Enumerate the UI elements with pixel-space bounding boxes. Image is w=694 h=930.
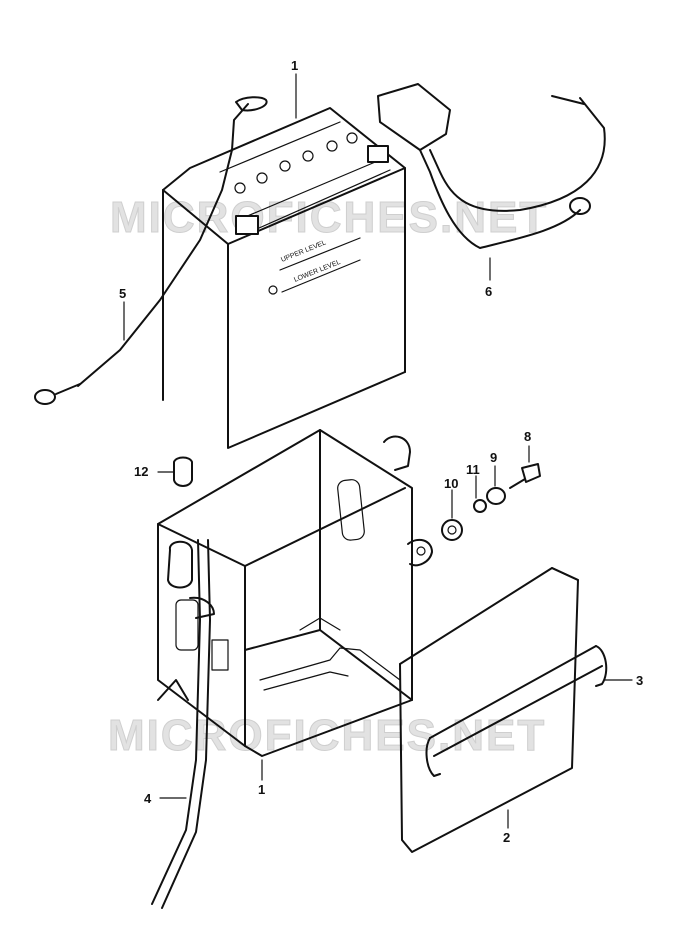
battery-cover <box>399 567 579 853</box>
callout-3: 3 <box>636 673 643 688</box>
callout-8: 8 <box>524 429 531 444</box>
part-12-cap <box>173 456 193 487</box>
battery-negative-terminal <box>235 215 259 235</box>
leader-lines <box>123 73 633 829</box>
fastener-set <box>441 463 541 541</box>
battery-strap <box>425 645 608 777</box>
callout-6: 6 <box>485 284 492 299</box>
washer-9 <box>486 487 506 505</box>
callout-5: 5 <box>119 286 126 301</box>
callout-10: 10 <box>444 476 458 491</box>
battery-caps <box>234 132 358 194</box>
callout-9: 9 <box>490 450 497 465</box>
grommet-10 <box>441 519 463 541</box>
callout-4: 4 <box>144 791 152 806</box>
breather-tube <box>151 539 211 909</box>
callout-12: 12 <box>134 464 148 479</box>
washer-11 <box>473 499 487 513</box>
callout-1-holder: 1 <box>258 782 265 797</box>
negative-cable <box>34 96 268 405</box>
battery-positive-terminal <box>367 145 389 163</box>
positive-cable <box>377 83 606 249</box>
callout-1: 1 <box>291 58 298 73</box>
watermark-bottom: MICROFICHES.NET <box>108 711 546 760</box>
callout-labels: 1 5 6 8 9 11 10 12 3 4 1 2 <box>119 58 643 845</box>
callout-2: 2 <box>503 830 510 845</box>
callout-11: 11 <box>466 462 480 477</box>
battery-lower-level-label: LOWER LEVEL <box>293 259 342 284</box>
battery: UPPER LEVEL LOWER LEVEL <box>162 107 406 449</box>
battery-holder <box>157 429 433 757</box>
